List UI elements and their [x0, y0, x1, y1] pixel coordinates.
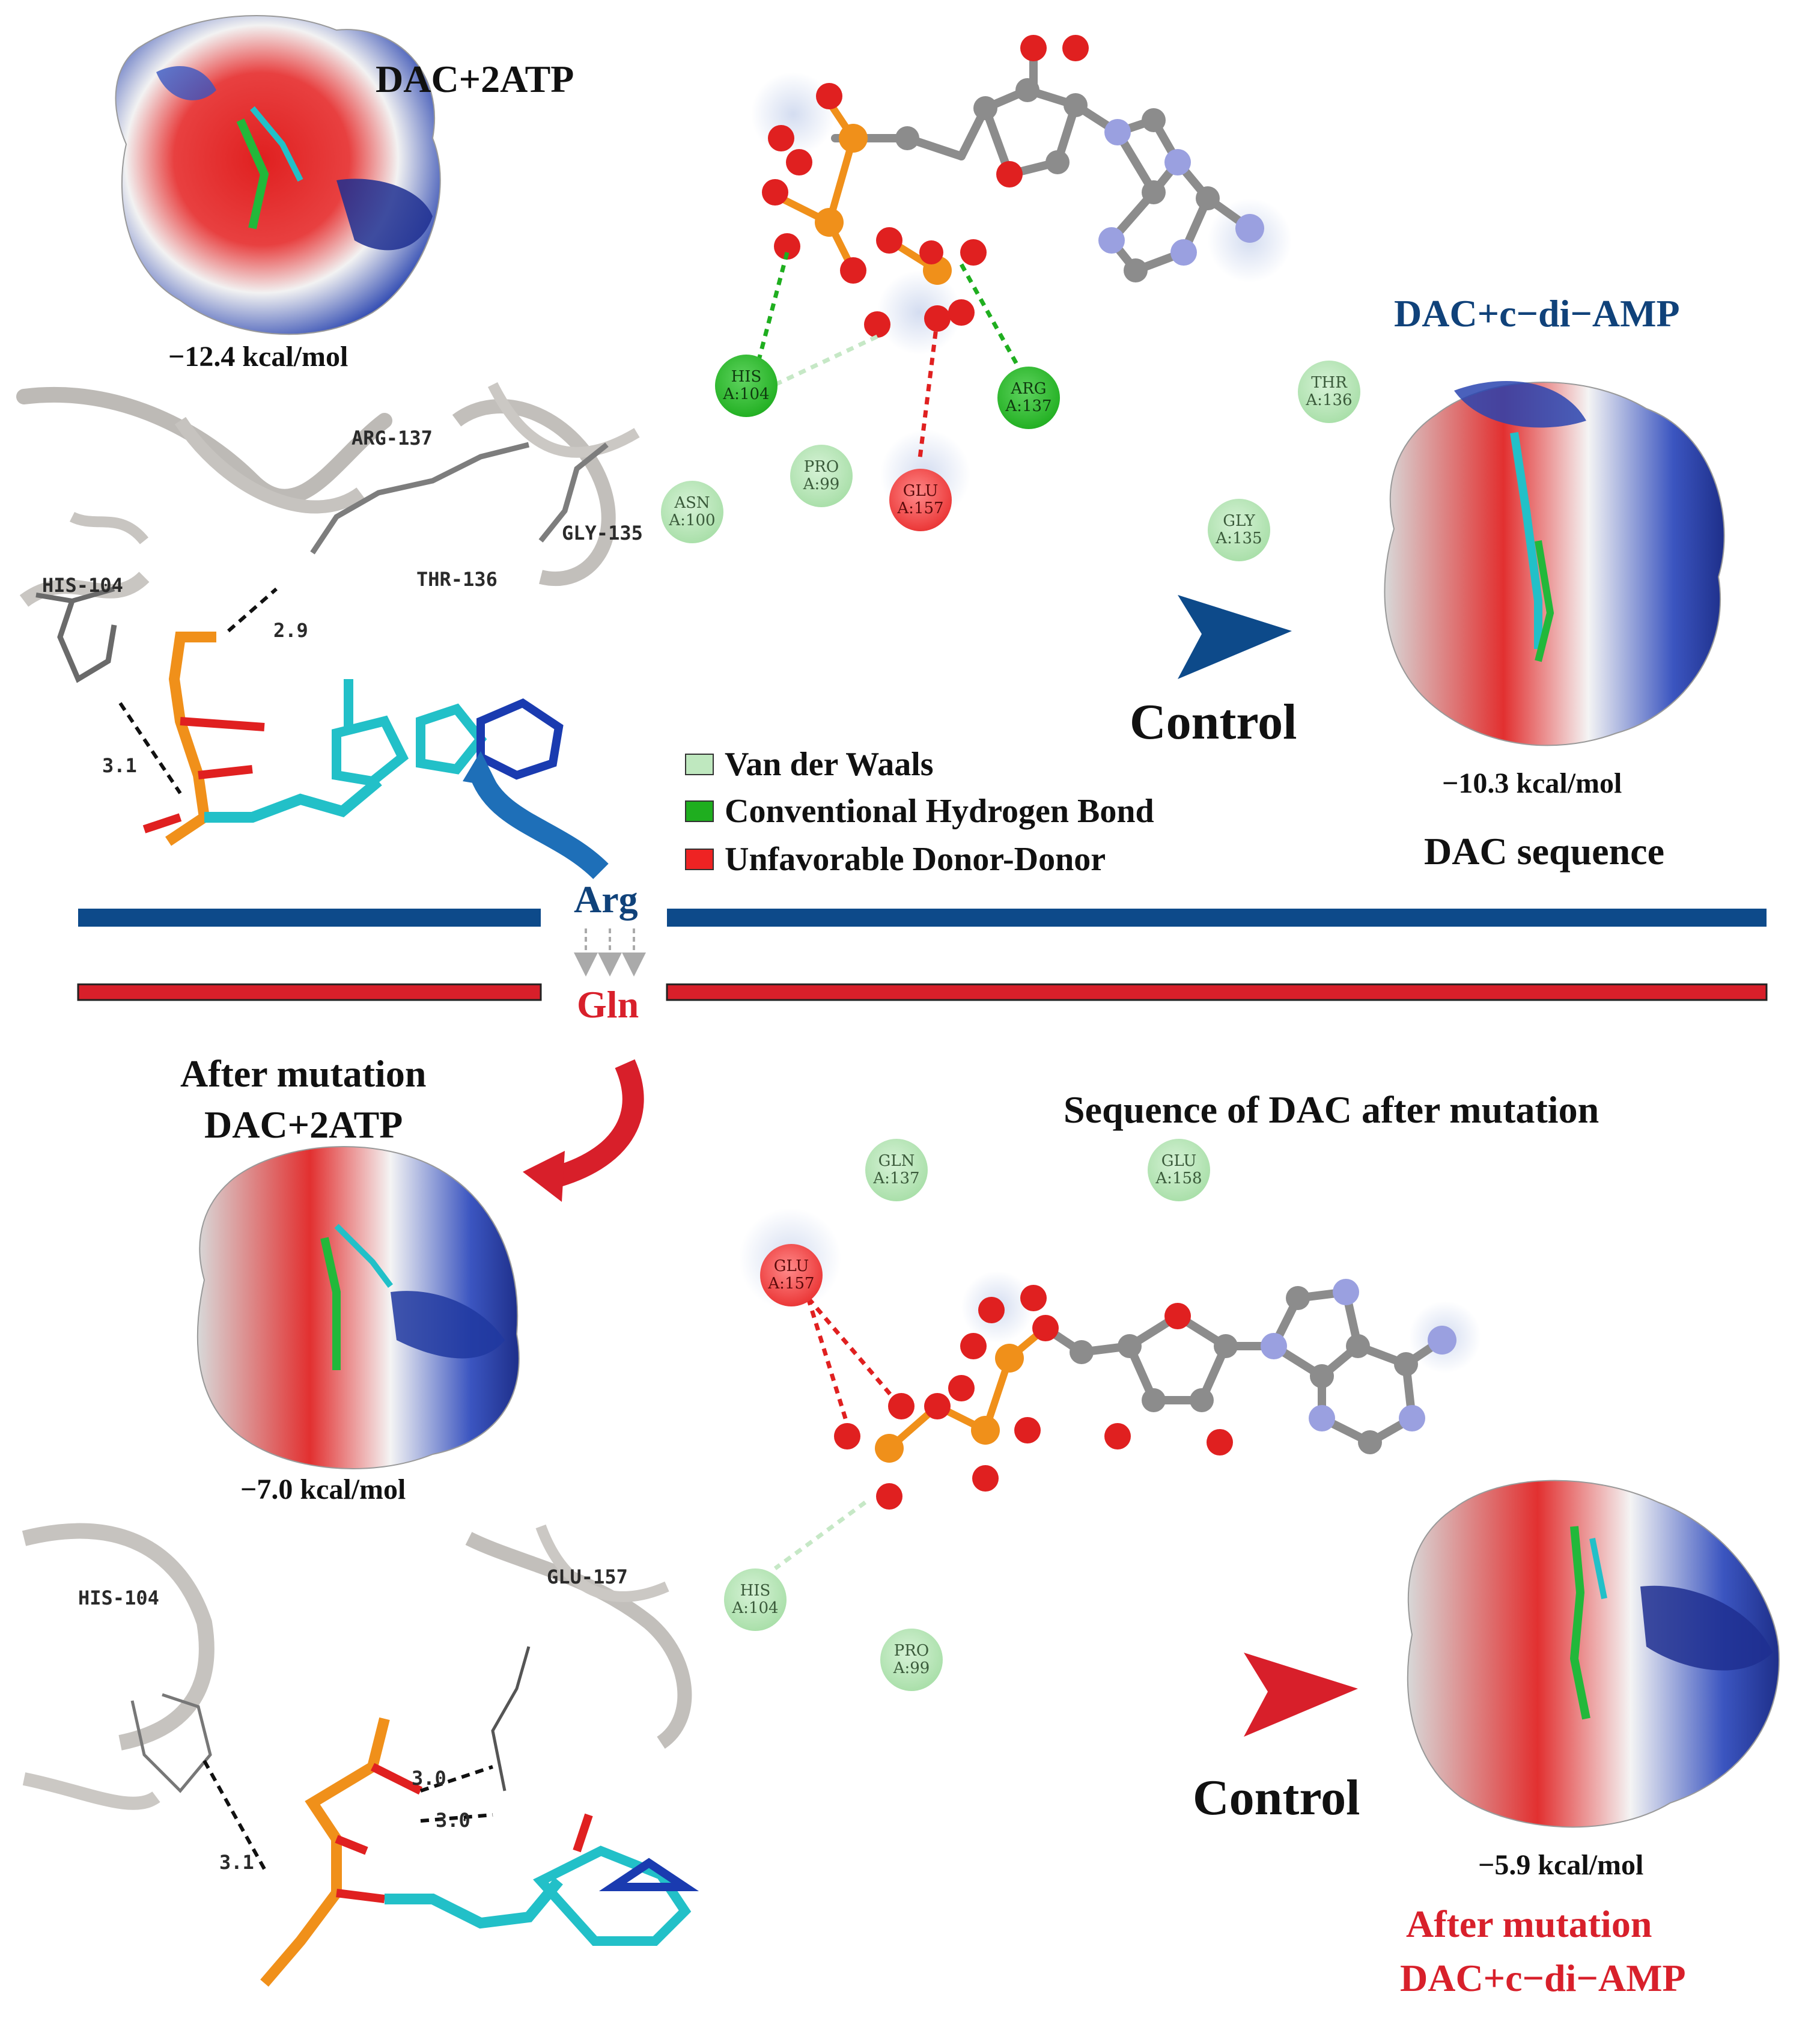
interaction-2d-bottom: [739, 1208, 1481, 1570]
sequence-label-top: DAC sequence: [1424, 830, 1664, 873]
residue-3d-his104: HIS-104: [42, 574, 123, 597]
distance-3-1-bottom: 3.1: [219, 1851, 254, 1874]
title-bottom-cdiamp-line2: DAC+c−di−AMP: [1400, 1957, 1686, 1999]
interaction-2d-top: [751, 35, 1292, 520]
residue-3d-gly135: GLY-135: [562, 522, 643, 544]
title-dac-2atp-top: DAC+2ATP: [376, 58, 574, 100]
mutation-arrows: [574, 928, 646, 977]
legend-label-vdw: Van der Waals: [725, 746, 934, 783]
surface-dac-cdiamp-top: [1384, 381, 1725, 746]
ligand-atoms-top: [762, 35, 1264, 338]
distance-3-0-b: 3.0: [436, 1809, 470, 1832]
residue-3d-glu157-bottom: GLU-157: [547, 1565, 628, 1588]
legend-label-donor-donor: Unfavorable Donor-Donor: [725, 841, 1106, 878]
legend-swatch-hbond: [685, 800, 714, 822]
docking-3d-top: [16, 382, 679, 904]
red-bar-left: [77, 983, 542, 1001]
surface-dac-2atp-bottom: [196, 1146, 520, 1469]
distance-3-1: 3.1: [102, 754, 137, 777]
control-arrow-top: [1178, 595, 1292, 679]
energy-dac-2atp-top: −12.4 kcal/mol: [168, 341, 348, 373]
legend-item-hbond: Conventional Hydrogen Bond: [685, 792, 1154, 831]
ligand-atoms-bottom: [834, 1279, 1456, 1510]
distance-3-0-a: 3.0: [412, 1767, 446, 1790]
surface-dac-2atp-top: [115, 15, 441, 335]
residue-3d-arg137: ARG-137: [352, 427, 433, 450]
energy-bottom-cdiamp: −5.9 kcal/mol: [1478, 1849, 1644, 1881]
residue-3d-his104-bottom: HIS-104: [78, 1587, 159, 1609]
control-arrow-bottom: [1244, 1653, 1358, 1737]
title-dac-cdiamp-top: DAC+c−di−AMP: [1394, 292, 1680, 335]
legend-swatch-donor-donor: [685, 849, 714, 870]
title-bottom-2atp-line2: DAC+2ATP: [204, 1103, 403, 1146]
blue-bar-left: [78, 909, 541, 927]
legend-swatch-vdw: [685, 754, 714, 775]
energy-bottom-2atp: −7.0 kcal/mol: [240, 1474, 406, 1505]
distance-2-9: 2.9: [273, 619, 308, 642]
legend-item-donor-donor: Unfavorable Donor-Donor: [685, 840, 1106, 879]
blue-bar-right: [667, 909, 1767, 927]
energy-dac-cdiamp-top: −10.3 kcal/mol: [1442, 767, 1622, 799]
sequence-title-bottom: Sequence of DAC after mutation: [1064, 1088, 1599, 1131]
surface-dac-cdiamp-bottom: [1407, 1480, 1780, 1828]
mutation-to-label: Gln: [577, 983, 639, 1026]
legend-label-hbond: Conventional Hydrogen Bond: [725, 793, 1154, 830]
title-bottom-2atp-line1: After mutation: [180, 1052, 427, 1095]
red-bar-right: [666, 983, 1768, 1001]
control-label-top: Control: [1130, 694, 1297, 750]
red-curved-arrow: [550, 1059, 644, 1189]
legend-item-vdw: Van der Waals: [685, 745, 934, 784]
mutation-from-label: Arg: [574, 878, 638, 921]
docking-3d-bottom: [22, 1523, 699, 1987]
control-label-bottom: Control: [1193, 1770, 1360, 1826]
title-bottom-cdiamp-line1: After mutation: [1406, 1903, 1652, 1945]
residue-3d-thr136: THR-136: [416, 568, 498, 591]
